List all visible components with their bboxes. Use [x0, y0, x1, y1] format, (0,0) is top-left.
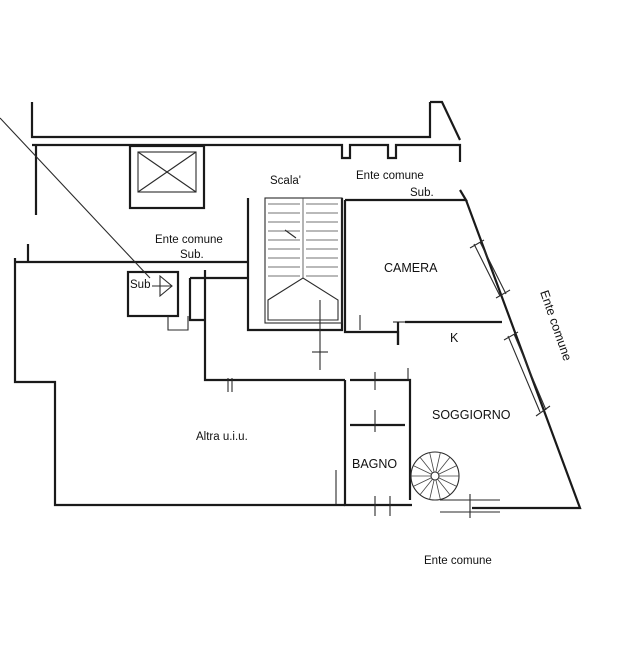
spiral-tread [438, 465, 457, 475]
label-scala: Scala' [270, 175, 301, 187]
top-corridor [30, 100, 462, 215]
label-ente-comune-right: Ente comune [537, 288, 574, 362]
spiral-tread [429, 479, 435, 500]
spiral-tread [419, 478, 433, 496]
label-sub-top: Sub. [410, 187, 434, 199]
staircase [246, 197, 344, 370]
spiral-tread [413, 477, 432, 487]
label-bagno: BAGNO [352, 457, 397, 471]
window-bottom [440, 494, 500, 518]
spiral-tread [437, 456, 451, 474]
apartment-walls [343, 189, 582, 510]
label-sub-left: Sub. [180, 249, 204, 261]
spiral-tread [435, 479, 441, 500]
label-ente-comune-bottom: Ente comune [424, 555, 492, 567]
leader-line [0, 117, 151, 279]
spiral-tread [438, 477, 457, 487]
label-ente-comune-left: Ente comune [155, 234, 223, 246]
label-sub-small: Sub [130, 279, 150, 291]
label-ente-comune-top: Ente comune [356, 170, 424, 182]
window-right-upper [469, 239, 511, 299]
label-soggiorno: SOGGIORNO [432, 408, 511, 422]
label-k: K [450, 331, 459, 345]
spiral-tread [437, 478, 451, 496]
spiral-tread [435, 452, 441, 473]
sub-box [126, 270, 189, 331]
spiral-tread [413, 465, 432, 475]
elevator-shaft [128, 144, 206, 210]
label-altra-uiu: Altra u.i.u. [196, 431, 248, 443]
spiral-stair [410, 451, 460, 501]
bagno-walls [343, 368, 412, 516]
window-right-lower [503, 331, 551, 417]
spiral-tread [429, 452, 435, 473]
label-camera: CAMERA [384, 261, 438, 275]
altra-uiu-walls [13, 244, 345, 507]
spiral-tread [419, 456, 433, 474]
